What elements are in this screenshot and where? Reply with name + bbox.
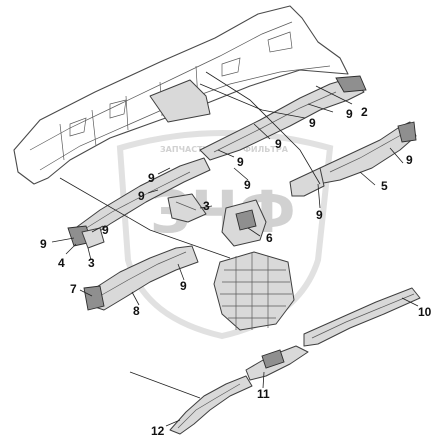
part-3-bracket-left <box>81 227 105 249</box>
callout-11: 11 <box>257 387 270 401</box>
part-5-duct <box>289 121 417 197</box>
callout-12: 12 <box>151 424 165 438</box>
callout-7: 7 <box>70 282 77 296</box>
callout-2: 2 <box>361 105 368 119</box>
callout-labels: 2 9 9 9 9 9 9 9 9 9 9 9 9 5 3 3 4 6 7 8 … <box>40 105 432 438</box>
callout-6: 6 <box>266 231 273 245</box>
dashboard-panel <box>13 5 349 185</box>
part-11-duct <box>245 345 309 381</box>
leader-lines <box>51 71 419 427</box>
callout-3-center: 3 <box>203 199 210 213</box>
part-10-duct <box>303 287 421 347</box>
watermark-caption-right: ФИЛЬТРА <box>243 145 289 154</box>
callout-9-f: 9 <box>148 171 155 185</box>
callout-9-c: 9 <box>275 137 282 151</box>
part-8-duct <box>83 245 199 311</box>
watermark-logo: ЗЧФ ЗАПЧАСТИ ФИЛЬТРА <box>116 130 334 340</box>
callout-9-j: 9 <box>40 237 47 251</box>
callout-9-e: 9 <box>244 178 251 192</box>
callout-9-k: 9 <box>102 223 109 237</box>
heater-unit <box>213 251 295 331</box>
callout-9-g: 9 <box>138 189 145 203</box>
callout-9-d: 9 <box>237 155 244 169</box>
watermark-caption-left: ЗАПЧАСТИ <box>160 145 209 154</box>
part-3-bracket-center <box>167 193 207 223</box>
callout-9-b: 9 <box>309 116 316 130</box>
callout-9-h: 9 <box>406 153 413 167</box>
callout-3-left: 3 <box>88 256 95 270</box>
callout-4: 4 <box>58 256 65 270</box>
callout-9-i: 9 <box>316 208 323 222</box>
part-6-housing <box>221 199 267 247</box>
callout-5: 5 <box>381 179 388 193</box>
callout-8: 8 <box>133 304 140 318</box>
callout-9-l: 9 <box>180 279 187 293</box>
callout-9-a: 9 <box>346 107 353 121</box>
callout-10: 10 <box>418 305 432 319</box>
part-12-duct <box>169 375 253 435</box>
part-2-duct <box>199 75 367 161</box>
